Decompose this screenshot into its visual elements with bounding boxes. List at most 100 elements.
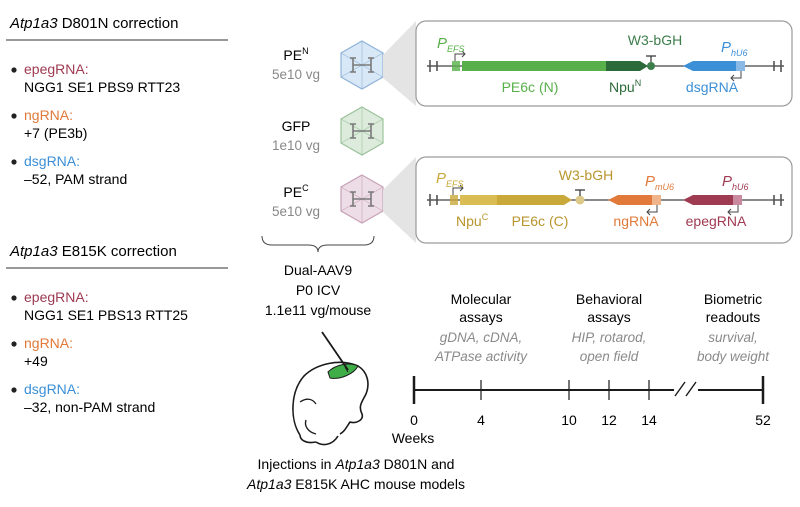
promoter-arrow-icon xyxy=(730,71,742,82)
promoter-block xyxy=(452,61,460,71)
e815k-epeg-value: NGG1 SE1 PBS13 RTT25 xyxy=(24,307,188,323)
injection-caption-line1: Injections in Atp1a3 D801N and xyxy=(258,456,455,472)
e815k-epeg-label: epegRNA: xyxy=(24,289,89,305)
axis-label: Weeks xyxy=(392,430,435,446)
promoter-block xyxy=(450,195,458,205)
guide-ngrna xyxy=(608,195,652,205)
aav-capsid-icon xyxy=(340,106,384,156)
d801n-epeg-value: NGG1 SE1 PBS9 RTT23 xyxy=(24,79,180,95)
vector-gfp: GFP 1e10 vg xyxy=(272,106,384,156)
group-behavioral-detail2: open field xyxy=(580,349,639,364)
gene-npu-n xyxy=(606,61,648,71)
e815k-ds-value: –32, non-PAM strand xyxy=(24,399,155,415)
terminator-icon xyxy=(647,62,655,70)
e815k-panel: Atp1a3 E815K correction epegRNA: NGG1 SE… xyxy=(6,243,228,415)
group-molecular-detail1: gDNA, cDNA, xyxy=(440,330,523,345)
gene-pe6c-n-label: PE6c (N) xyxy=(502,79,559,95)
vector-gfp-name: GFP xyxy=(282,118,311,134)
vector-pe-n: PEN 5e10 vg xyxy=(272,40,384,90)
promoter-arrow-icon xyxy=(727,205,739,216)
promoter-arrow-icon xyxy=(452,184,464,195)
brain-icon xyxy=(327,363,359,379)
terminator-t-icon xyxy=(575,189,585,196)
promoter-block xyxy=(652,195,661,205)
group-biometric-detail1: survival, xyxy=(708,330,758,345)
e815k-ng-label: ngRNA: xyxy=(24,335,73,351)
group-molecular-title1: Molecular xyxy=(451,291,512,307)
terminator-t-icon xyxy=(646,55,656,62)
vector-pe-c-dose: 5e10 vg xyxy=(272,204,320,219)
gene-npu-c xyxy=(460,195,497,205)
zoom-wedge xyxy=(383,157,416,243)
terminator-icon xyxy=(575,195,585,205)
d801n-title: Atp1a3 D801N correction xyxy=(9,15,178,32)
group-molecular-title2: assays xyxy=(459,309,503,325)
d801n-ds-label: dsgRNA: xyxy=(24,153,80,169)
construct-pe-c: PEFS NpuC PE6c (C) W3-bGH PmU6 ngRNA PhU… xyxy=(415,156,793,244)
guide-epegrna xyxy=(683,195,733,205)
bullet xyxy=(11,295,17,301)
delivery-line1: Dual-AAV9 xyxy=(284,262,352,278)
gene-pe6c-c xyxy=(497,195,572,205)
axis-break-icon xyxy=(685,381,697,397)
e815k-ng-value: +49 xyxy=(24,353,48,369)
tick-label: 14 xyxy=(641,412,657,428)
group-behavioral-title2: assays xyxy=(587,309,631,325)
bullet xyxy=(11,387,17,393)
construct-pe-n: PEFS PE6c (N) NpuN W3-bGH PhU6 dsgRNA xyxy=(415,20,793,107)
group-behavioral-title1: Behavioral xyxy=(576,291,642,307)
guide-ngrna-label: ngRNA xyxy=(613,213,659,229)
e815k-title: Atp1a3 E815K correction xyxy=(9,243,177,260)
mouse-head-icon xyxy=(292,331,369,446)
gene-npu-c-label: NpuC xyxy=(456,212,489,229)
promoter-hu6-label: PhU6 xyxy=(722,173,749,192)
d801n-ds-value: –52, PAM strand xyxy=(24,171,127,187)
tick-label: 10 xyxy=(561,412,577,428)
group-biometric-title2: readouts xyxy=(706,309,760,325)
injection-caption-line2: Atp1a3 E815K AHC mouse models xyxy=(246,476,465,492)
vector-pe-c-name: PEC xyxy=(283,183,309,200)
tick-label: 4 xyxy=(477,412,485,428)
aav-capsid-icon xyxy=(340,174,384,224)
d801n-ng-label: ngRNA: xyxy=(24,107,73,123)
bullet xyxy=(11,341,17,347)
group-molecular-detail2: ATPase activity xyxy=(434,349,528,364)
tick-label: 52 xyxy=(755,412,771,428)
guide-dsgrna-label: dsgRNA xyxy=(686,79,739,95)
delivery-line2: P0 ICV xyxy=(296,282,341,298)
vector-brace xyxy=(261,235,375,253)
zoom-wedge xyxy=(383,21,416,106)
terminator-label: W3-bGH xyxy=(628,32,682,48)
promoter-arrow-icon xyxy=(646,205,658,216)
vector-pe-n-dose: 5e10 vg xyxy=(272,67,320,82)
promoter-hu6-label: PhU6 xyxy=(721,39,748,58)
group-behavioral-detail1: HIP, rotarod, xyxy=(572,330,647,345)
terminator-label: W3-bGH xyxy=(559,167,613,183)
promoter-efs-label: PEFS xyxy=(436,170,464,189)
e815k-ds-label: dsgRNA: xyxy=(24,381,80,397)
injection-caption: Injections in Atp1a3 D801N and Atp1a3 E8… xyxy=(246,456,465,492)
d801n-panel: Atp1a3 D801N correction epegRNA: NGG1 SE… xyxy=(6,15,228,187)
bullet xyxy=(11,113,17,119)
axis-break-icon xyxy=(674,381,686,397)
promoter-arrow-icon xyxy=(454,50,466,61)
group-biometric-title1: Biometric xyxy=(704,291,762,307)
d801n-ng-value: +7 (PE3b) xyxy=(24,125,87,141)
gene-npu-n-label: NpuN xyxy=(609,78,641,95)
d801n-epeg-label: epegRNA: xyxy=(24,61,89,77)
delivery-text: Dual-AAV9 P0 ICV 1.1e11 vg/mouse xyxy=(265,262,372,318)
bullet xyxy=(11,159,17,165)
bullet xyxy=(11,67,17,73)
vector-pe-n-name: PEN xyxy=(283,46,308,63)
gene-pe6c-n xyxy=(462,61,606,71)
vector-gfp-dose: 1e10 vg xyxy=(272,138,320,153)
guide-dsgrna xyxy=(683,61,736,71)
vector-pe-c: PEC 5e10 vg xyxy=(272,174,384,224)
group-biometric-detail2: body weight xyxy=(697,349,770,364)
timeline: 0 4 10 12 14 52 Weeks Molecular assays g… xyxy=(392,291,771,446)
tick-label: 0 xyxy=(410,412,418,428)
promoter-mu6-label: PmU6 xyxy=(645,173,674,192)
promoter-block xyxy=(736,61,745,71)
delivery-line3: 1.1e11 vg/mouse xyxy=(265,302,372,318)
